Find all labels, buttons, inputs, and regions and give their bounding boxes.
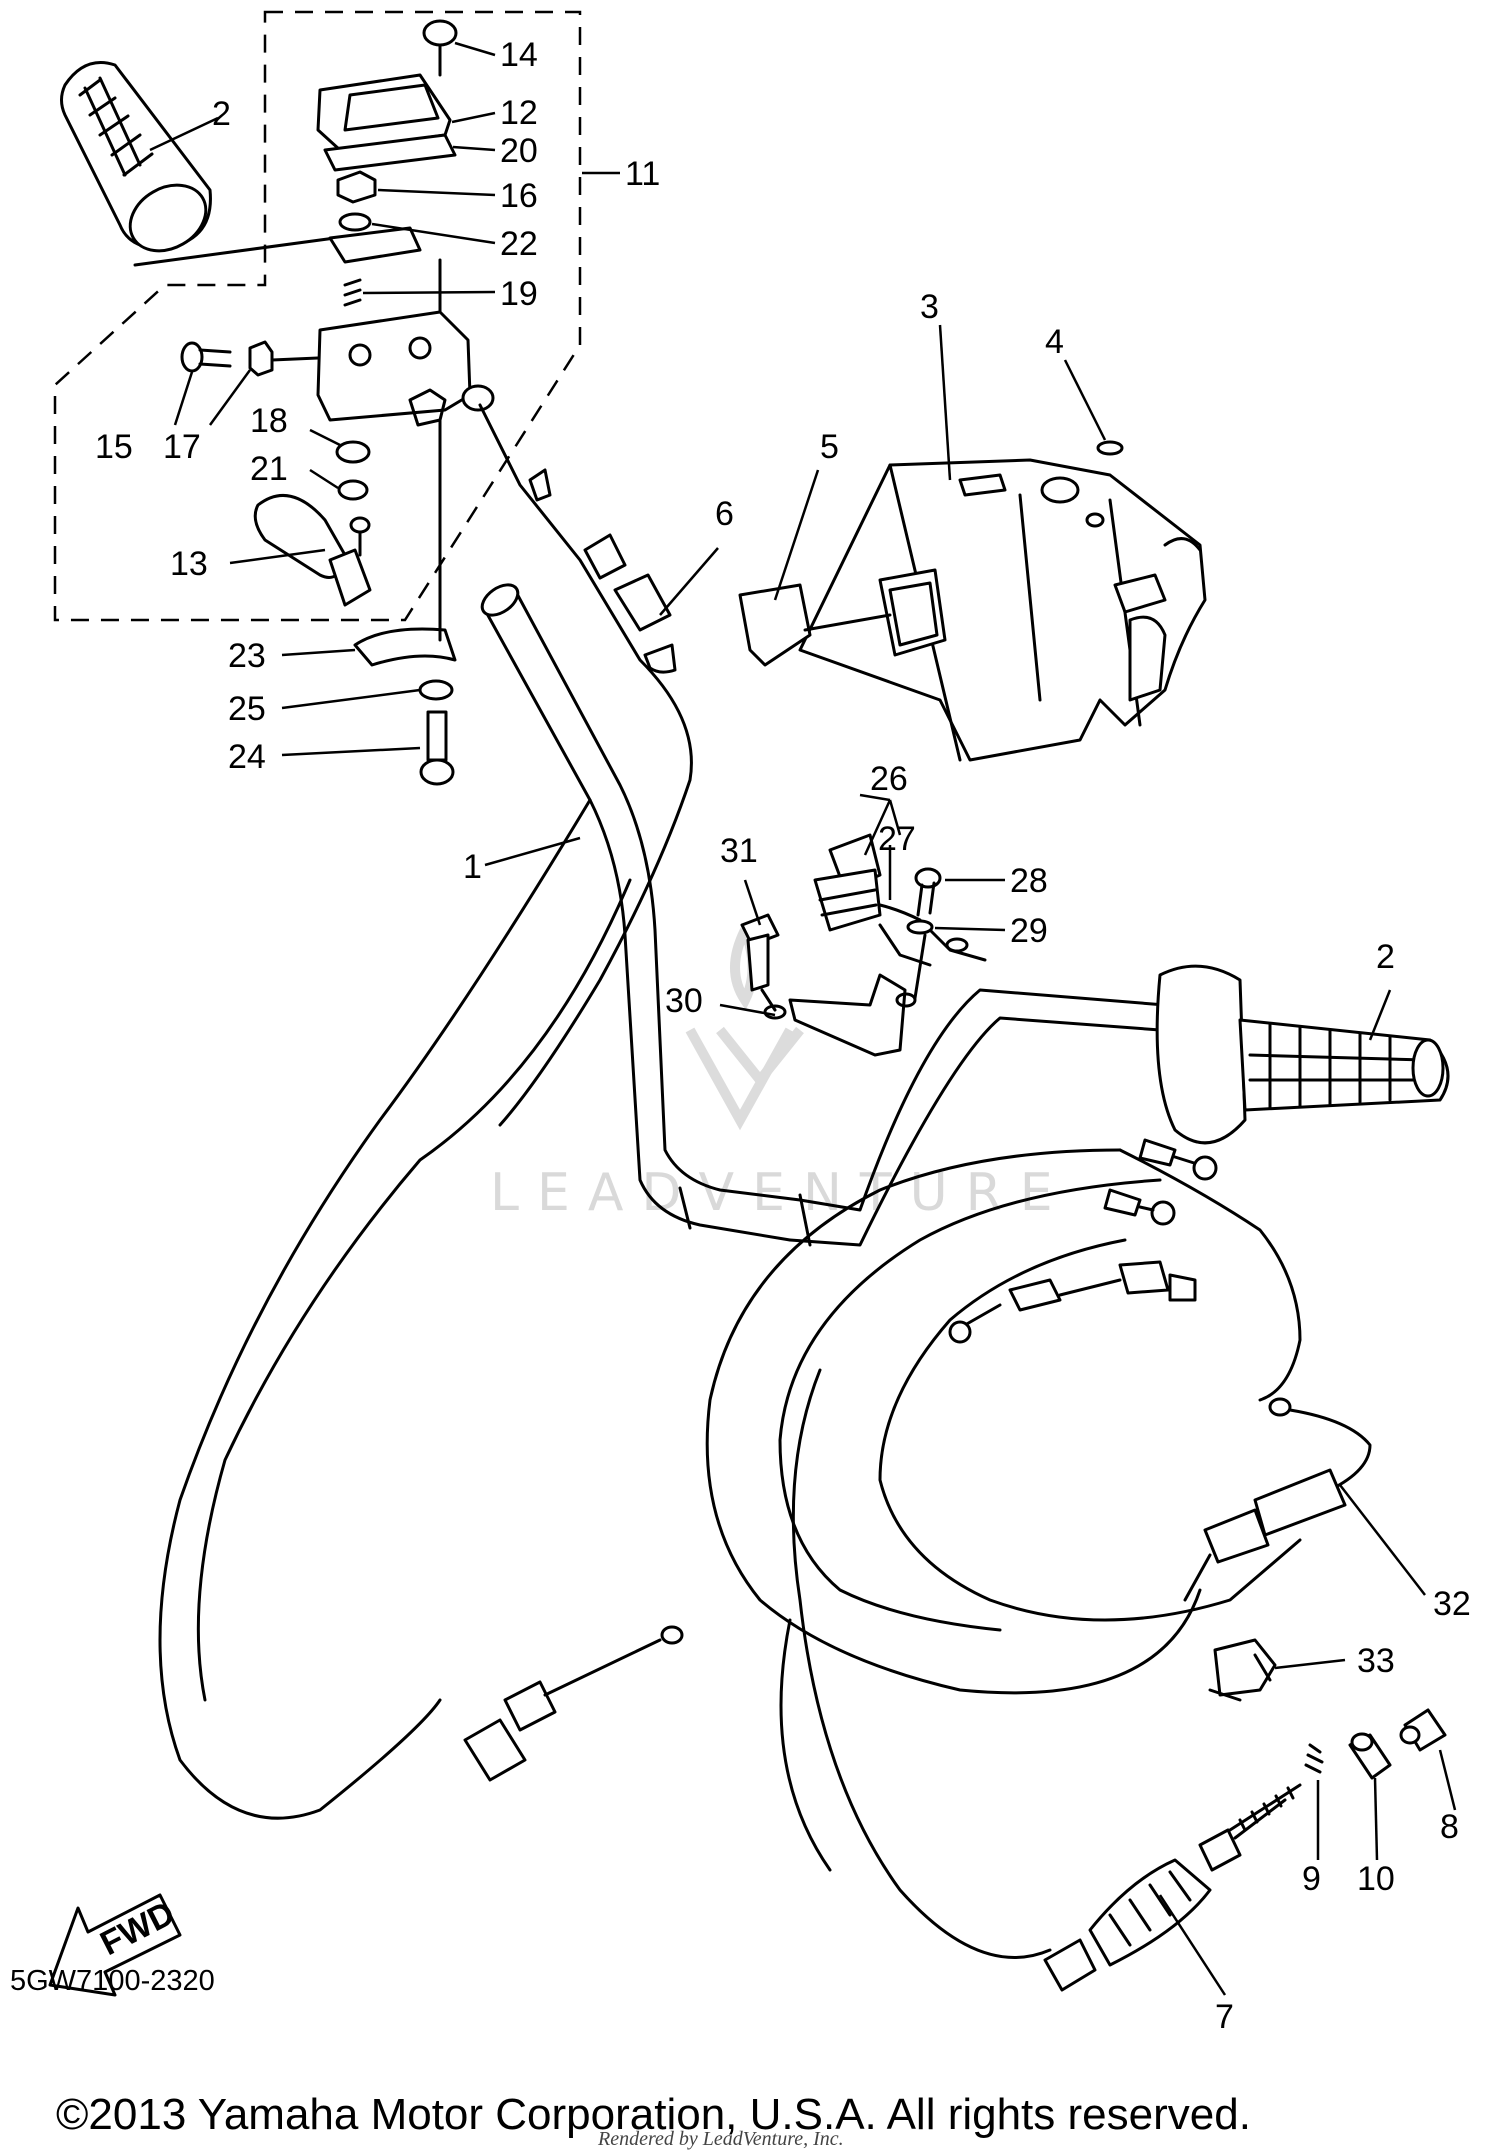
bracket-under-22 (328, 226, 422, 264)
cable-end-top-right-2 (1103, 1188, 1176, 1226)
callout-33: 33 (1357, 1642, 1395, 1680)
callout-26: 26 (870, 760, 908, 798)
switch-assembly-boundary (53, 10, 582, 622)
callout-4: 4 (1045, 323, 1064, 361)
washer-part-25 (418, 679, 454, 701)
left-grip-part-2 (60, 61, 212, 253)
nut-part-16 (336, 170, 377, 204)
callout-6: 6 (715, 495, 734, 533)
callout-13: 13 (170, 545, 208, 583)
switch-part-26 (813, 833, 882, 932)
cable-end-middle (948, 1260, 1197, 1344)
grip-texture-left (78, 76, 154, 177)
wire-part-27 (878, 903, 987, 967)
callout-19: 19 (500, 275, 538, 313)
callout-2-right: 2 (1376, 938, 1395, 976)
callout-21: 21 (250, 450, 288, 488)
callout-24: 24 (228, 738, 266, 776)
leader-lines (149, 41, 1457, 1996)
callout-30: 30 (665, 982, 703, 1020)
copyright-notice: ©2013 Yamaha Motor Corporation, U.S.A. A… (56, 2090, 1251, 2139)
clamp-part-33 (1208, 1638, 1277, 1702)
cable-part-6 (478, 403, 693, 1127)
nut-part-17 (248, 340, 274, 377)
spring-part-9 (1304, 1743, 1324, 1774)
callout-7: 7 (1215, 1998, 1234, 2036)
washer-part-22 (338, 212, 372, 232)
switch-body-housing (316, 310, 495, 427)
assembly-guide-lines (760, 933, 927, 1012)
label-leader (803, 613, 892, 632)
callout-8: 8 (1440, 1808, 1459, 1846)
callout-17: 17 (163, 428, 201, 466)
screw-part-15 (180, 341, 232, 373)
callout-31: 31 (720, 832, 758, 870)
washer-part-29 (906, 919, 934, 935)
callout-12: 12 (500, 94, 538, 132)
nut-part-8 (1399, 1708, 1447, 1752)
clip-part-4 (1096, 440, 1124, 456)
cable-end-lower-left (463, 1625, 684, 1782)
washer-part-21 (337, 479, 369, 501)
bracket-part-30 (763, 973, 917, 1057)
threaded-rod-part-7 (1228, 1783, 1302, 1832)
cover-part-3 (798, 458, 1207, 762)
callout-25: 25 (228, 690, 266, 728)
cable-part-32 (1183, 1397, 1372, 1602)
callout-23: 23 (228, 637, 266, 675)
throttle-lever-part-13 (253, 493, 372, 607)
callout-22: 22 (500, 225, 538, 263)
callout-3: 3 (920, 288, 939, 326)
callout-15: 15 (95, 428, 133, 466)
bolt-part-24 (419, 710, 455, 786)
callout-5: 5 (820, 428, 839, 466)
callout-29: 29 (1010, 912, 1048, 950)
callout-9: 9 (1302, 1860, 1321, 1898)
spring-part-19 (343, 278, 362, 307)
cable-part-7 (1043, 1798, 1287, 1992)
diagram-code: 5GW7100-2320 (10, 1965, 215, 1997)
nut-leader (270, 356, 320, 362)
callout-18: 18 (250, 402, 288, 440)
callout-11: 11 (625, 155, 660, 193)
label-part-5 (738, 583, 812, 667)
callout-2-left: 2 (212, 95, 231, 133)
render-credit: Rendered by LeadVenture, Inc. (598, 2128, 844, 2150)
callout-32: 32 (1433, 1585, 1471, 1623)
callout-labels: 2 14 12 20 16 22 19 11 15 17 18 21 13 23… (95, 36, 1471, 2036)
washer-part-18 (335, 440, 371, 464)
callout-14: 14 (500, 36, 538, 74)
callout-28: 28 (1010, 862, 1048, 900)
adjuster-part-10 (1348, 1732, 1392, 1780)
grip-to-switch-line (133, 236, 337, 267)
callout-1: 1 (463, 848, 482, 886)
callout-16: 16 (500, 177, 538, 215)
clamp-part-23 (353, 627, 457, 667)
watermark: LEADVENTURE (490, 1163, 1071, 1223)
cable-bundle (158, 798, 1302, 1959)
right-grip-part-2 (1155, 964, 1450, 1145)
gasket-part-20 (323, 133, 457, 172)
watermark-logo (685, 927, 804, 1131)
callout-10: 10 (1357, 1860, 1395, 1898)
screw-part-14 (422, 19, 458, 77)
callout-27: 27 (878, 820, 916, 858)
cable-end-top-right-1 (1138, 1138, 1218, 1181)
grip-texture-right (1248, 1023, 1432, 1110)
callout-20: 20 (500, 132, 538, 170)
screw-part-28 (914, 867, 942, 917)
bolt-part-31 (740, 913, 780, 992)
